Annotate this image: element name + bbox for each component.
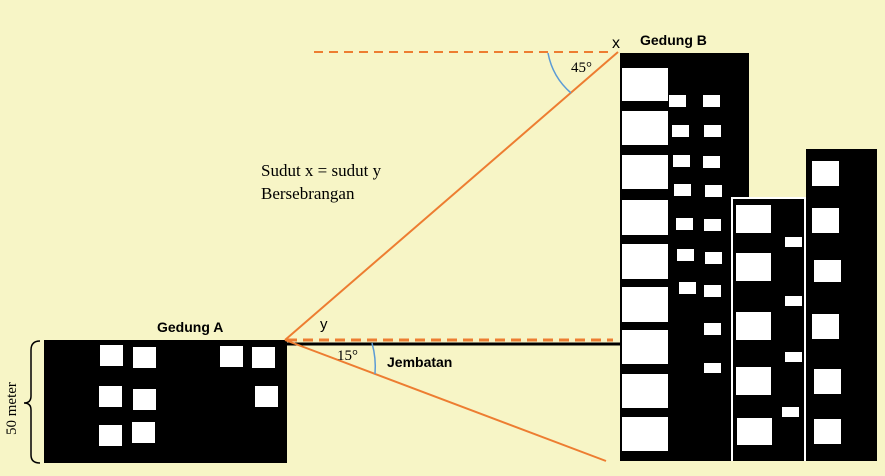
height-brace xyxy=(23,340,41,464)
building-right xyxy=(806,149,877,461)
label-height-a: 50 meter xyxy=(4,382,20,435)
angle-arc-45 xyxy=(547,52,572,94)
label-bridge: Jembatan xyxy=(387,354,452,370)
label-point-y: y xyxy=(320,316,328,333)
building-b-windows xyxy=(622,68,722,451)
building-a xyxy=(44,340,287,463)
building-b xyxy=(620,53,749,461)
building-middle xyxy=(731,197,806,461)
note-line-2: Bersebrangan xyxy=(261,184,355,203)
sight-line-down xyxy=(284,339,607,462)
label-building-b: Gedung B xyxy=(640,32,707,48)
label-angle-45: 45° xyxy=(571,60,592,76)
label-angle-15: 15° xyxy=(337,348,358,364)
label-point-x: x xyxy=(612,35,620,52)
label-building-a: Gedung A xyxy=(157,319,223,335)
angle-arc-15 xyxy=(371,342,377,375)
note-line-1: Sudut x = sudut y xyxy=(261,161,382,180)
sight-line-up xyxy=(284,51,619,341)
building-a-windows xyxy=(99,345,278,446)
